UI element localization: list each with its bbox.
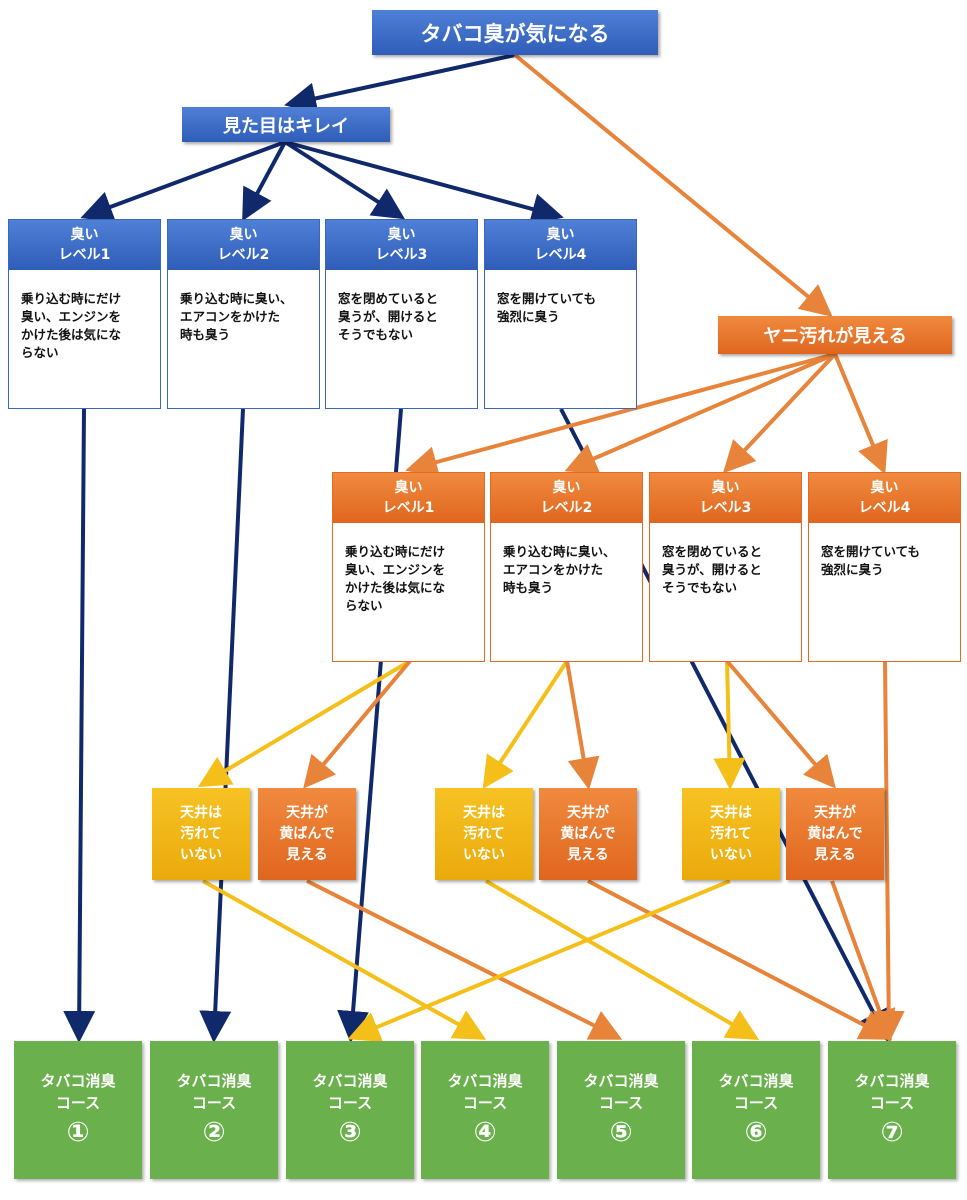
orange-level-desc-2: 乗り込む時に臭い、 エアコンをかけた 時も臭う: [503, 544, 616, 595]
orange-level-card-1: 臭い レベル1 乗り込む時にだけ 臭い、エンジンを かけた後は気にな らない: [332, 472, 485, 662]
orange-level-title-3: 臭い レベル3: [650, 473, 801, 523]
arrow-clean-to-blue-level-1: [80, 140, 286, 222]
orange-level-title-4: 臭い レベル4: [809, 473, 960, 523]
ceiling-leaf-label-2: 天井が 黄ばんで 見える: [279, 804, 335, 863]
course-label-1: タバコ消臭 コース: [40, 1072, 116, 1112]
orange-level-card-3: 臭い レベル3 窓を閉めていると 臭うが、開けると そうでもない: [649, 472, 802, 662]
arrow-leaf-6-to-course-7: [830, 880, 896, 1043]
ceiling-clean-leaf-2: 天井は 汚れて いない: [435, 788, 533, 880]
blue-level-title-4: 臭い レベル4: [485, 220, 636, 270]
arrow-blue-level-1-to-course-1: [63, 408, 96, 1043]
arrow-leaf-2-to-course-5: [306, 879, 623, 1040]
arrow-clean-to-blue-level-4: [284, 140, 564, 225]
arrow-blue-level-2-to-course-2: [199, 408, 245, 1043]
branch-clean-label: 見た目はキレイ: [223, 115, 349, 137]
ceiling-leaf-label-3: 天井は 汚れて いない: [463, 804, 505, 863]
course-4: タバコ消臭 コース ④: [421, 1041, 549, 1179]
blue-level-desc-3: 窓を閉めていると 臭うが、開けると そうでもない: [338, 291, 439, 342]
branch-stain-label: ヤニ汚れが見える: [763, 326, 907, 347]
branch-clean-node: 見た目はキレイ: [182, 107, 390, 142]
course-number-5: ⑤: [609, 1117, 633, 1148]
course-7: タバコ消臭 コース ⑦: [828, 1041, 956, 1179]
course-5: タバコ消臭 コース ⑤: [557, 1041, 685, 1179]
course-number-1: ①: [66, 1117, 90, 1148]
orange-level-title-1: 臭い レベル1: [333, 473, 484, 523]
arrow-clean-to-blue-level-3: [283, 140, 406, 220]
course-6: タバコ消臭 コース ⑥: [692, 1041, 820, 1179]
arrow-leaf-3-to-course-6: [484, 879, 760, 1041]
arrow-orange-level-2-to-leaf-4: [565, 660, 600, 790]
blue-level-title-2: 臭い レベル2: [168, 220, 319, 270]
course-number-2: ②: [202, 1117, 226, 1148]
ceiling-leaf-label-5: 天井は 汚れて いない: [710, 804, 752, 863]
branch-stain-node: ヤニ汚れが見える: [718, 316, 952, 354]
ceiling-yellowed-leaf-3: 天井が 黄ばんで 見える: [786, 788, 884, 880]
course-number-7: ⑦: [880, 1117, 904, 1148]
ceiling-leaf-label-6: 天井が 黄ばんで 見える: [807, 804, 863, 863]
orange-level-card-2: 臭い レベル2 乗り込む時に臭い、 エアコンをかけた 時も臭う: [490, 472, 643, 662]
ceiling-yellowed-leaf-2: 天井が 黄ばんで 見える: [539, 788, 637, 880]
arrow-stain-to-orange-level-4: [833, 353, 888, 475]
course-label-2: タバコ消臭 コース: [176, 1072, 252, 1112]
arrow-leaf-1-to-course-4: [202, 879, 487, 1040]
blue-level-desc-2: 乗り込む時に臭い、 エアコンをかけた 時も臭う: [180, 291, 293, 342]
course-3: タバコ消臭 コース ③: [286, 1041, 414, 1179]
ceiling-clean-leaf-1: 天井は 汚れて いない: [152, 788, 250, 880]
course-number-6: ⑥: [744, 1117, 768, 1148]
course-1: タバコ消臭 コース ①: [14, 1041, 142, 1179]
blue-level-desc-4: 窓を開けていても 強烈に臭う: [497, 291, 597, 324]
orange-level-title-2: 臭い レベル2: [491, 473, 642, 523]
arrow-orange-level-4-to-course-7: [872, 660, 905, 1043]
ceiling-leaf-label-1: 天井は 汚れて いない: [180, 804, 222, 863]
blue-level-title-3: 臭い レベル3: [326, 220, 477, 270]
arrow-orange-level-1-to-leaf-2: [303, 659, 412, 789]
orange-level-desc-4: 窓を開けていても 強烈に臭う: [821, 544, 921, 577]
blue-level-desc-1: 乗り込む時にだけ 臭い、エンジンを かけた後は気にな らない: [21, 291, 122, 360]
arrow-root-to-stain: [513, 53, 833, 317]
blue-level-title-1: 臭い レベル1: [9, 220, 160, 270]
course-number-3: ③: [338, 1117, 362, 1148]
root-node: タバコ臭が気になる: [372, 10, 658, 55]
blue-level-card-2: 臭い レベル2 乗り込む時に臭い、 エアコンをかけた 時も臭う: [167, 219, 320, 409]
course-2: タバコ消臭 コース ②: [150, 1041, 278, 1179]
arrow-clean-to-blue-level-2: [242, 141, 287, 222]
course-label-5: タバコ消臭 コース: [583, 1072, 659, 1112]
course-label-7: タバコ消臭 コース: [854, 1072, 930, 1112]
course-label-3: タバコ消臭 コース: [312, 1072, 388, 1112]
arrow-orange-level-2-to-leaf-3: [482, 659, 569, 790]
arrow-root-to-clean: [284, 53, 516, 115]
ceiling-leaf-label-4: 天井が 黄ばんで 見える: [560, 804, 616, 863]
ceiling-yellowed-leaf-1: 天井が 黄ばんで 見える: [258, 788, 356, 880]
course-label-6: タバコ消臭 コース: [718, 1072, 794, 1112]
arrow-stain-to-orange-level-2: [564, 352, 836, 474]
orange-level-card-4: 臭い レベル4 窓を開けていても 強烈に臭う: [808, 472, 961, 662]
blue-level-card-4: 臭い レベル4 窓を開けていても 強烈に臭う: [484, 219, 637, 409]
arrow-stain-to-orange-level-3: [722, 352, 837, 474]
course-number-4: ④: [473, 1117, 497, 1148]
blue-level-card-3: 臭い レベル3 窓を閉めていると 臭うが、開けると そうでもない: [325, 219, 478, 409]
orange-level-desc-1: 乗り込む時にだけ 臭い、エンジンを かけた後は気にな らない: [345, 544, 446, 613]
root-label: タバコ臭が気になる: [420, 21, 610, 46]
arrow-orange-level-1-to-leaf-1: [197, 659, 412, 788]
arrow-orange-level-3-to-leaf-6: [725, 659, 836, 789]
arrow-stain-to-orange-level-1: [405, 352, 836, 478]
ceiling-clean-leaf-3: 天井は 汚れて いない: [682, 788, 780, 880]
arrow-leaf-5-to-course-3: [347, 879, 731, 1042]
blue-level-card-1: 臭い レベル1 乗り込む時にだけ 臭い、エンジンを かけた後は気にな らない: [8, 219, 161, 409]
arrow-orange-level-3-to-leaf-5: [713, 660, 746, 790]
course-label-4: タバコ消臭 コース: [447, 1072, 523, 1112]
arrow-leaf-4-to-course-7: [587, 879, 893, 1040]
orange-level-desc-3: 窓を閉めていると 臭うが、開けると そうでもない: [662, 544, 763, 595]
